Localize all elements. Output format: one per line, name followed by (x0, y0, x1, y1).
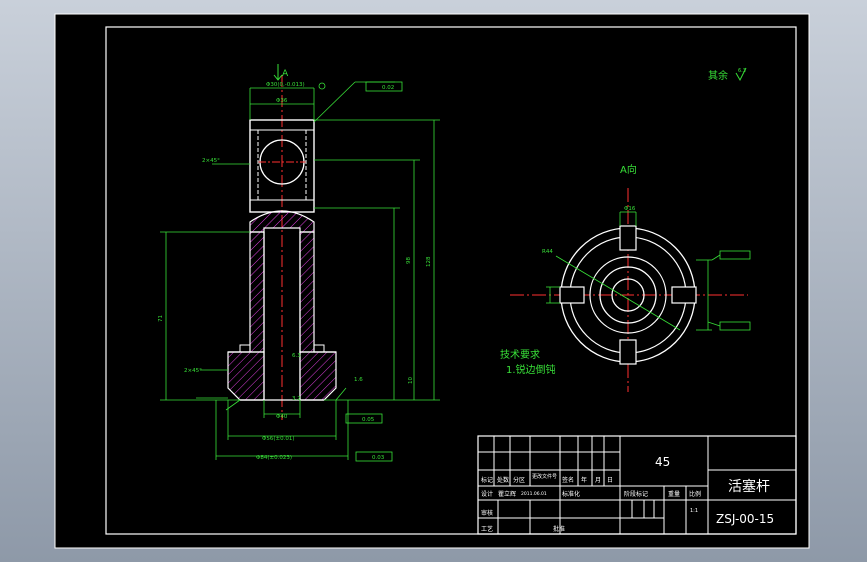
tech-req-title: 技术要求 (500, 348, 540, 361)
section-arrow (273, 64, 283, 81)
dim-top-width: Φ30(0,-0.013) (266, 82, 305, 88)
dim-inner-dia: Φ16 (624, 206, 636, 212)
outer-border (54, 13, 810, 549)
dim-chamfer-bottom: 2×45° (184, 368, 202, 374)
tb-date: 2011.06.01 (521, 491, 547, 497)
tb-material: 45 (655, 455, 670, 469)
dim-r-label: R44 (542, 249, 553, 255)
flange-left (227, 351, 265, 401)
tb-part-name: 活塞杆 (728, 478, 770, 495)
tb-header-3: 更改文件号 (532, 473, 557, 480)
tb-drawing-no: ZSJ-00-15 (716, 512, 774, 526)
dim-base-width: Φ56(±0.01) (262, 436, 294, 442)
dim-height-lower: 71 (158, 315, 164, 322)
tb-design-label: 设计 (481, 490, 493, 498)
mid-circle (589, 256, 667, 334)
title-block (477, 435, 797, 535)
inner-frame (105, 26, 797, 535)
view-a-title: A向 (620, 163, 637, 176)
tb-header-0: 标记 (481, 476, 493, 484)
boss-circle (599, 266, 657, 324)
tb-approve: 批准 (553, 525, 565, 533)
tb-review: 审核 (481, 509, 493, 517)
tb-scale-label: 比例 (689, 490, 701, 498)
rod-wall-right (299, 231, 315, 353)
bore-circle (611, 278, 645, 312)
svg-text:6.3: 6.3 (738, 68, 746, 74)
dim-ra-2: 3.2 (292, 396, 301, 402)
tb-header-6: 月 (595, 477, 601, 484)
dim-chamfer-top: 2×45° (202, 158, 220, 164)
section-label-a: A (282, 69, 289, 79)
rod-wall-left (249, 231, 265, 353)
tb-weight-label: 重量 (668, 490, 680, 498)
dim-ra-1: 6.3 (292, 353, 301, 359)
tech-req-item-1: 1.锐边倒钝 (506, 363, 556, 376)
dim-bottom-width: Φ40 (276, 414, 288, 420)
tb-header-7: 日 (607, 477, 613, 484)
neck-section (249, 210, 315, 233)
tb-designer: 瞿立辉 (498, 490, 516, 498)
tol-3: 0.03 (372, 455, 385, 461)
view-a: A向 (510, 163, 751, 392)
tb-header-4: 签名 (562, 476, 574, 484)
svg-text:其余: 其余 (708, 69, 728, 82)
dim-ra-3: 1.6 (354, 377, 363, 383)
tb-header-5: 年 (581, 476, 587, 484)
model-space (55, 14, 809, 548)
dim-height-small: 10 (408, 377, 414, 384)
dim-head-width: Φ36 (276, 98, 288, 104)
tb-process: 工艺 (481, 525, 493, 533)
tb-header-2: 分区 (513, 476, 525, 484)
flange-right (299, 351, 337, 401)
dim-flange-width: Φ84(±0.023) (256, 455, 292, 461)
tb-header-1: 处数 (497, 476, 509, 484)
dim-height-mid: 98 (406, 257, 412, 264)
rest-finish-note: 其余 6.3 (708, 67, 747, 82)
tb-standard: 标准化 (562, 490, 580, 498)
front-section-view: Φ30(0,-0.013) Φ36 2×45° 128 98 71 10 Φ40… (158, 64, 440, 462)
tol-1: 0.02 (382, 85, 394, 91)
tb-stage-label: 阶段标记 (624, 490, 648, 498)
dim-height-total: 128 (426, 256, 432, 267)
technical-requirements: 技术要求 1.锐边倒钝 (500, 348, 556, 376)
tb-scale-value: 1:1 (690, 508, 698, 514)
tol-2: 0.05 (362, 417, 375, 423)
